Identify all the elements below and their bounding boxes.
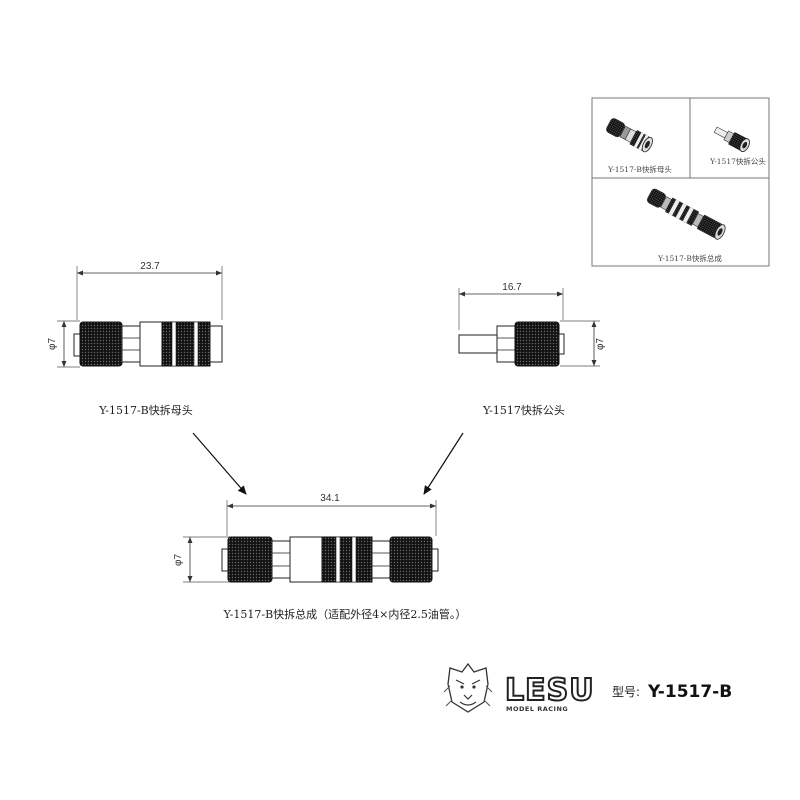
male-diameter-dimension: φ7 bbox=[595, 338, 606, 350]
assembly-length-dimension: 34.1 bbox=[320, 493, 340, 504]
inset-female-connector-image bbox=[606, 118, 653, 153]
male-length-dimension: 16.7 bbox=[502, 282, 522, 293]
model-number: Y-1517-B bbox=[647, 682, 732, 702]
inset-panel: Y-1517-B快拆母头 Y-1517快拆公头 Y-1517-B快拆总成 bbox=[591, 97, 770, 267]
arrow-left bbox=[192, 432, 247, 495]
lion-logo-icon bbox=[443, 662, 493, 713]
inset-assembly-label: Y-1517-B快拆总成 bbox=[657, 253, 722, 263]
assembly-drawing: 34.1 φ7 Y-1517-B快拆总成（适配外径4×内径2.5油管。） bbox=[173, 493, 466, 621]
female-caption: Y-1517-B快拆母头 bbox=[98, 403, 193, 417]
inset-assembly-image bbox=[647, 188, 726, 240]
male-connector-drawing: 16.7 φ7 Y-1517快拆公头 bbox=[458, 282, 606, 417]
inset-female-label: Y-1517-B快拆母头 bbox=[607, 164, 672, 174]
female-length-dimension: 23.7 bbox=[140, 261, 160, 272]
model-number-label: 型号: bbox=[612, 685, 640, 699]
female-diameter-dimension: φ7 bbox=[47, 338, 58, 350]
arrow-right bbox=[423, 432, 464, 495]
assembly-caption: Y-1517-B快拆总成（适配外径4×内径2.5油管。） bbox=[223, 607, 467, 621]
brand-subtitle: MODEL RACING bbox=[506, 705, 568, 713]
female-connector-drawing: 23.7 φ7 Y-1517-B快拆母头 bbox=[47, 261, 223, 417]
inset-male-connector-image bbox=[713, 126, 750, 153]
brand-name: LESU bbox=[505, 673, 595, 708]
male-caption: Y-1517快拆公头 bbox=[482, 403, 565, 417]
inset-male-label: Y-1517快拆公头 bbox=[709, 156, 766, 166]
assembly-diameter-dimension: φ7 bbox=[173, 554, 184, 566]
